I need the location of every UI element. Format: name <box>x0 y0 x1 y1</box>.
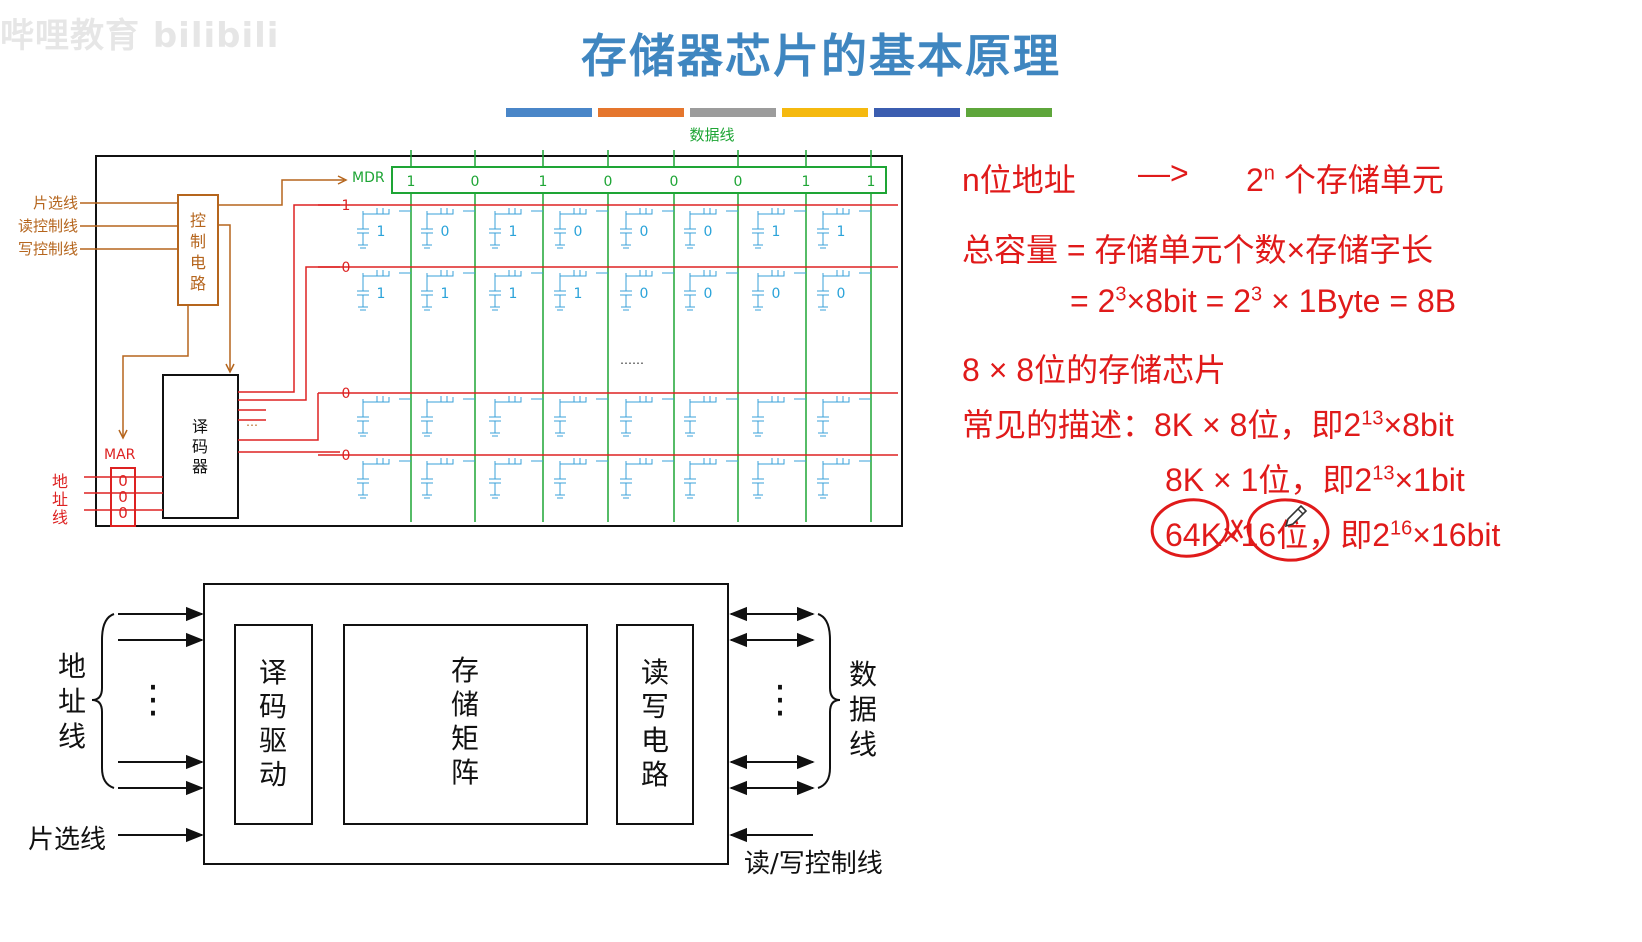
cell-value: 0 <box>704 286 713 302</box>
rw-control-label: 读/写控制线 <box>744 849 883 879</box>
formula-total-capacity: 总容量 = 存储单元个数×存储字长 <box>962 232 1434 268</box>
pen-cursor-icon <box>1284 504 1308 528</box>
decoder-char: 译 <box>192 417 208 436</box>
cell-value: 1 <box>772 224 781 240</box>
storage-matrix-char: 存 <box>451 654 479 687</box>
decoder-driver-char: 动 <box>259 758 287 791</box>
control-input-label: 写控制线 <box>18 240 78 258</box>
mar-label: MAR <box>104 447 136 463</box>
data-line-char: 据 <box>849 693 877 726</box>
cell-value: 0 <box>640 286 649 302</box>
data-line-char: 线 <box>849 728 877 761</box>
cell-value: 1 <box>441 286 450 302</box>
page-title: 存储器芯片的基本原理 <box>581 29 1061 83</box>
address-line-char: 地 <box>52 472 68 491</box>
row-select-value: 0 <box>342 386 351 402</box>
cell-value: 0 <box>574 224 583 240</box>
control-circuit-char: 制 <box>190 232 206 251</box>
mdr-bit: 0 <box>604 174 613 190</box>
color-bar <box>782 108 868 117</box>
mdr-bit: 1 <box>867 174 876 190</box>
data-line-char: 数 <box>849 658 877 691</box>
mdr-bit: 0 <box>734 174 743 190</box>
row-select-value: 0 <box>342 448 351 464</box>
storage-matrix-char: 阵 <box>451 756 479 789</box>
cell-value: 1 <box>509 286 518 302</box>
cell-value: 1 <box>377 224 386 240</box>
formula-capacity-calc: = 23×8bit = 23 × 1Byte = 8B <box>1070 283 1457 319</box>
color-bar <box>598 108 684 117</box>
handwritten-circles <box>1150 498 1330 562</box>
row-select-value: 1 <box>342 198 351 214</box>
control-circuit-char: 路 <box>190 274 206 293</box>
storage-matrix-char: 储 <box>451 688 479 721</box>
formula-8kx1: 8K × 1位，即213×1bit <box>1165 462 1465 498</box>
formula-common-desc: 常见的描述：8K × 8位，即213×8bit <box>962 407 1454 443</box>
decoder-dots: … <box>246 415 258 429</box>
left-vdots: ⋮ <box>134 677 172 721</box>
mar-bit: 0 <box>118 472 128 490</box>
color-bar <box>874 108 960 117</box>
address-line-char: 址 <box>58 685 86 718</box>
watermark: 哔哩教育 bilibili <box>0 16 280 56</box>
mdr-bit: 0 <box>670 174 679 190</box>
decoder-driver-char: 驱 <box>259 724 287 757</box>
mar-bit: 0 <box>118 504 128 522</box>
mdr-bit: 0 <box>471 174 480 190</box>
rw-circuit-char: 读 <box>641 656 669 689</box>
formula-storage-units: 2n 个存储单元 <box>1246 162 1444 198</box>
color-bar <box>690 108 776 117</box>
cell-value: 1 <box>377 286 386 302</box>
control-circuit-char: 控 <box>190 211 206 230</box>
formula-arrow: —> <box>1138 155 1189 191</box>
cell-value: 0 <box>441 224 450 240</box>
mdr-bit: 1 <box>539 174 548 190</box>
control-circuit-char: 电 <box>190 253 206 272</box>
control-input-label: 读控制线 <box>18 217 78 235</box>
cell-value: 0 <box>837 286 846 302</box>
cell-value: 0 <box>704 224 713 240</box>
address-line-char: 线 <box>52 508 68 527</box>
mdr-bit: 1 <box>802 174 811 190</box>
formula-8x8-chip: 8 × 8位的存储芯片 <box>962 352 1227 388</box>
ellipsis: …… <box>620 353 644 367</box>
rw-circuit-char: 写 <box>641 690 669 723</box>
color-bar <box>506 108 592 117</box>
decoder-driver-char: 译 <box>259 656 287 689</box>
decoder-char: 码 <box>192 437 208 456</box>
mar-bit: 0 <box>118 488 128 506</box>
formula-64kx16: 64K×16位，即216×16bit <box>1165 517 1501 553</box>
address-line-char: 地 <box>58 650 86 683</box>
formula-address-bits: n位地址 <box>962 162 1076 198</box>
control-input-label: 片选线 <box>33 194 78 212</box>
data-line-label: 数据线 <box>689 126 734 144</box>
mdr-bit: 1 <box>407 174 416 190</box>
right-vdots: ⋮ <box>761 677 799 721</box>
address-line-char: 址 <box>52 490 68 509</box>
mdr-label: MDR <box>352 170 385 186</box>
cell-value: 0 <box>772 286 781 302</box>
rw-circuit-char: 路 <box>641 758 669 791</box>
rw-circuit-char: 电 <box>641 724 669 757</box>
chip-select-label: 片选线 <box>28 825 106 855</box>
address-line-char: 线 <box>58 720 86 753</box>
cell-value: 1 <box>574 286 583 302</box>
color-bar <box>966 108 1052 117</box>
row-select-value: 0 <box>342 260 351 276</box>
decoder-char: 器 <box>192 457 208 476</box>
decoder-driver-char: 码 <box>259 690 287 723</box>
cell-value: 1 <box>509 224 518 240</box>
cell-value: 1 <box>837 224 846 240</box>
cell-value: 0 <box>640 224 649 240</box>
storage-matrix-char: 矩 <box>451 722 479 755</box>
